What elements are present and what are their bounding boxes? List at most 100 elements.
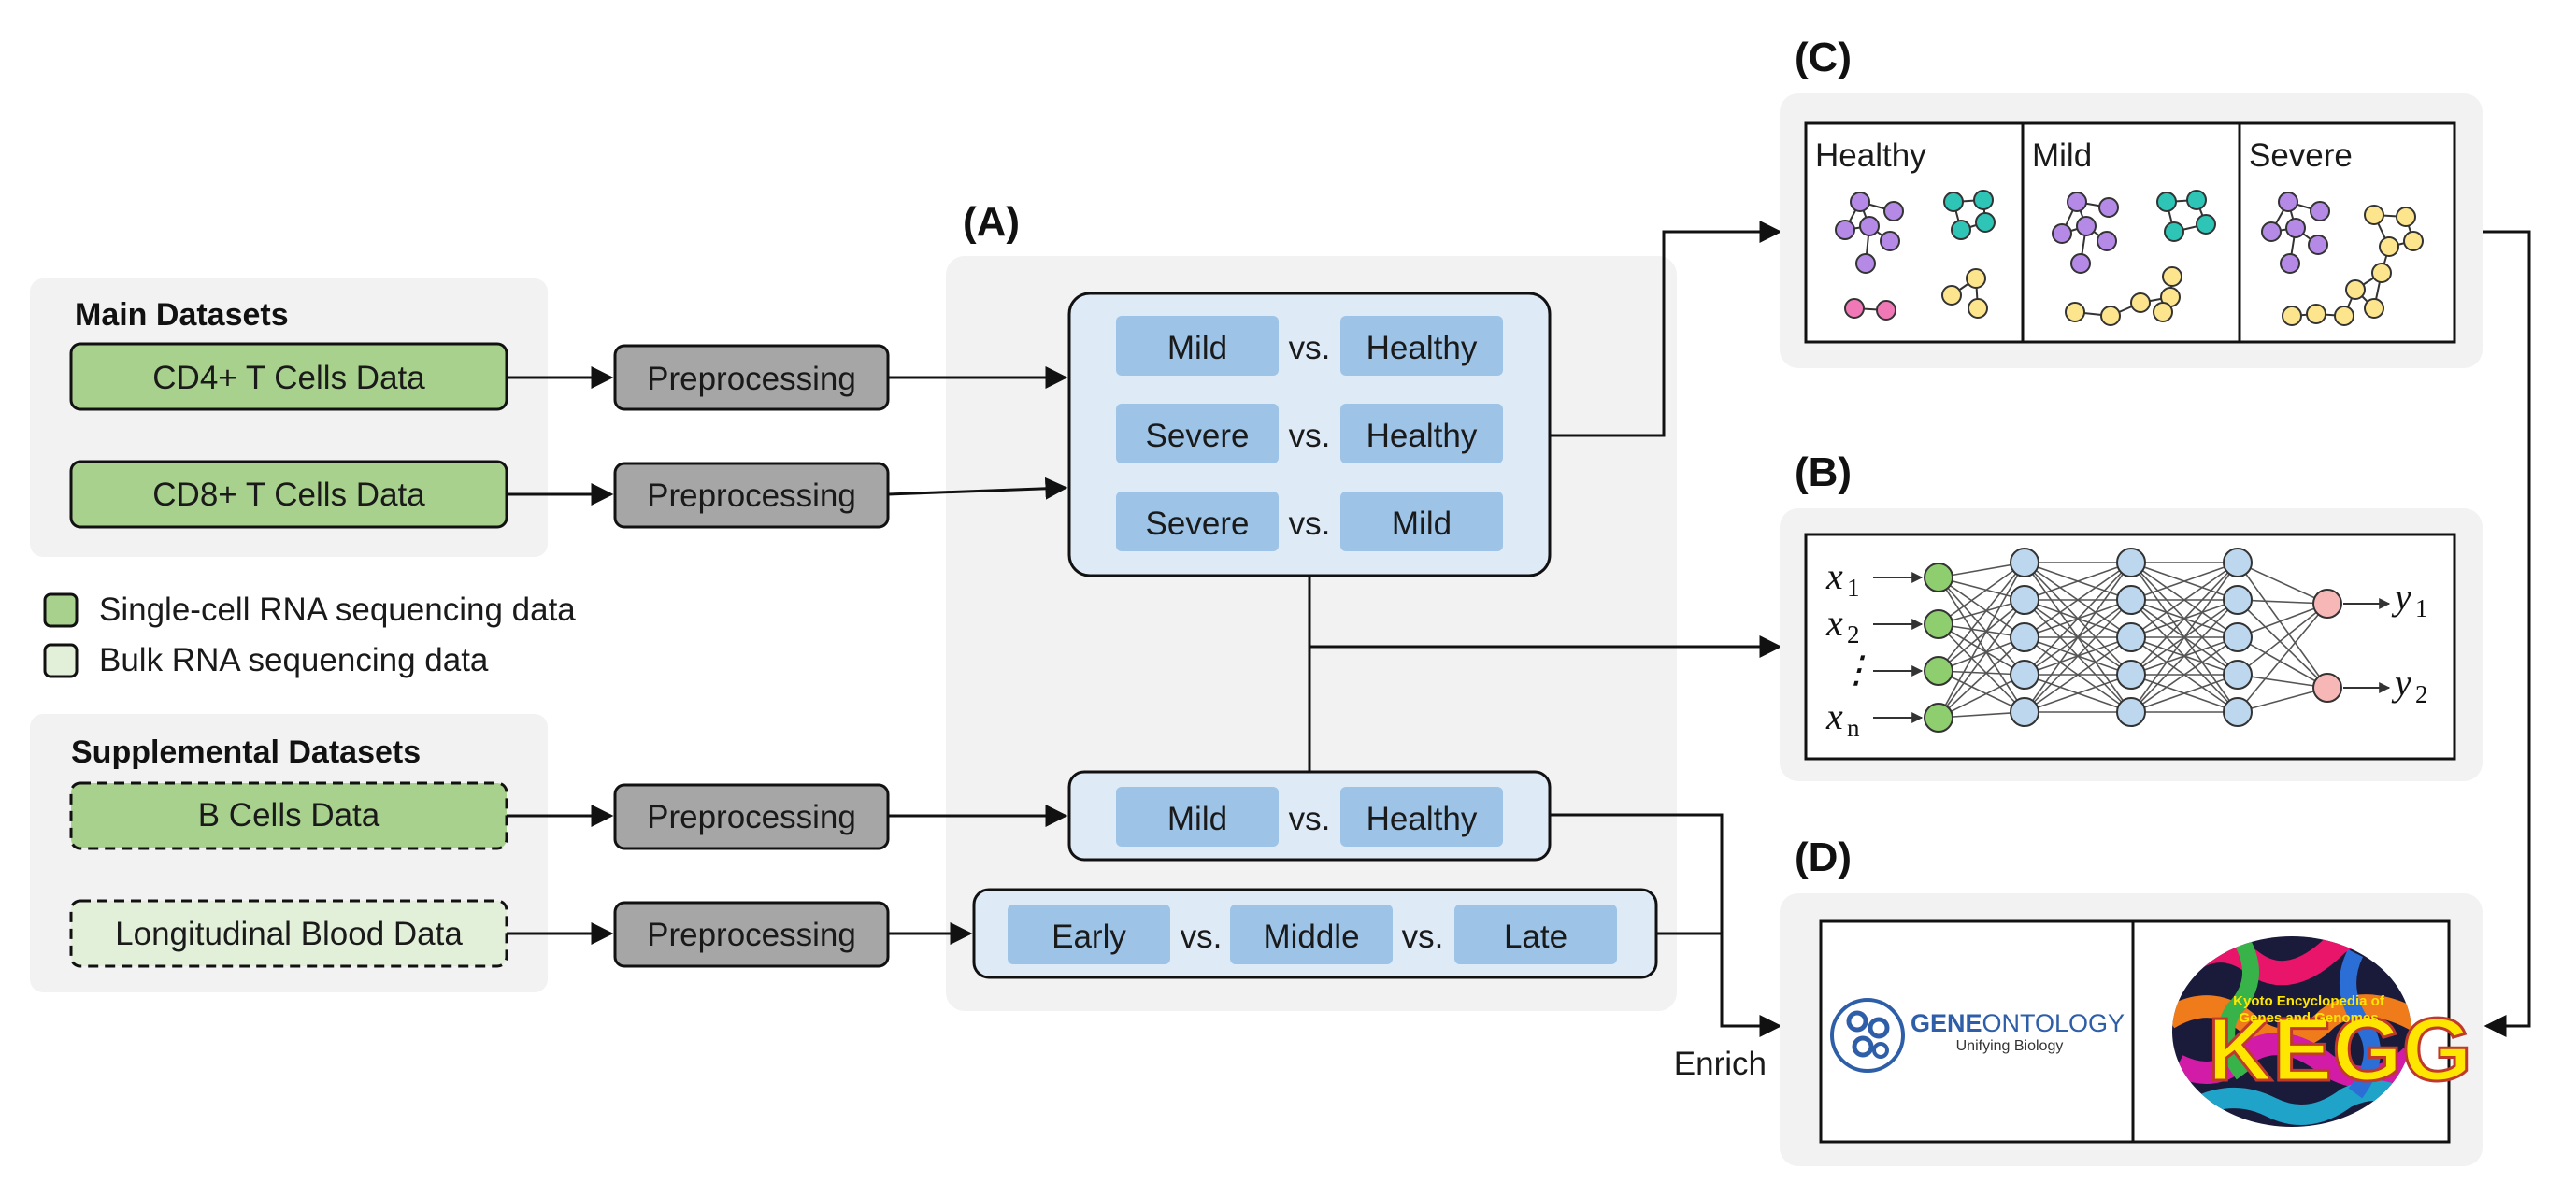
go-logo-subtitle: Unifying Biology — [1956, 1038, 2064, 1054]
legend-bulk-swatch — [43, 643, 79, 678]
nn-connection — [2024, 674, 2132, 713]
nn-connection — [2024, 562, 2132, 713]
nn-output-y2-sub: 2 — [2415, 680, 2428, 708]
comparison-3-right-chip — [1340, 492, 1503, 551]
panel-b-label: (B) — [1795, 449, 1852, 495]
healthy-pink-module — [1844, 298, 1896, 321]
network-node — [1968, 298, 1988, 319]
gene-networks — [1835, 190, 2424, 326]
kegg-logo: KEGG Kyoto Encyclopedia of Genes and Gen… — [2172, 936, 2473, 1127]
nn-hidden-node — [2223, 548, 2253, 577]
nn-output-y2: y — [2391, 662, 2411, 704]
nn-connection — [1938, 599, 2025, 672]
network-node — [2364, 298, 2384, 319]
cd4-dataset-label: CD4+ T Cells Data — [152, 360, 425, 396]
network-node — [1844, 298, 1865, 319]
preprocessing-label-longitudinal: Preprocessing — [647, 917, 856, 953]
network-node — [1850, 192, 1870, 212]
healthy-yellow-module — [1941, 268, 1988, 319]
nn-connection — [2130, 562, 2239, 601]
network-node — [2345, 279, 2366, 300]
network-node — [1973, 190, 1994, 210]
network-node — [2070, 253, 2091, 274]
nn-hidden-node — [2010, 548, 2039, 577]
healthy-teal-module — [1943, 190, 1996, 240]
timepoint-vs-2: vs. — [1402, 919, 1444, 955]
bcell-comparison-left: Mild — [1167, 801, 1227, 837]
nn-input-x1: x — [1825, 555, 1843, 597]
nn-connection — [1938, 577, 2025, 713]
nn-connection — [1938, 623, 2025, 713]
mild-yellow-module — [2065, 266, 2182, 326]
b-cells-dataset-label: B Cells Data — [198, 797, 380, 834]
supplemental-datasets-title: Supplemental Datasets — [71, 734, 421, 770]
nn-hidden-node — [2223, 622, 2253, 652]
network-group-mild: Mild — [2032, 137, 2092, 174]
network-node — [1966, 268, 1986, 289]
comparison-2-left: Severe — [1146, 418, 1250, 454]
nn-connection — [2237, 636, 2328, 689]
network-node — [2076, 216, 2097, 236]
timepoint-early: Early — [1052, 919, 1126, 955]
nn-connection — [2237, 562, 2328, 605]
nn-connection — [1938, 623, 2025, 676]
network-node — [2162, 266, 2182, 287]
network-node — [2164, 221, 2184, 242]
nn-connection — [2237, 687, 2328, 713]
panel-a-label: (A) — [963, 199, 1020, 245]
nn-connection — [1938, 670, 2025, 713]
network-node — [2371, 263, 2392, 283]
bcell-comparison-left-chip — [1116, 787, 1279, 847]
timepoint-middle-chip — [1230, 905, 1393, 964]
nn-connection — [1938, 562, 2025, 625]
network-node — [2282, 306, 2302, 326]
network-node — [2280, 253, 2300, 274]
preprocessing-label-cd8: Preprocessing — [647, 477, 856, 514]
network-node — [2156, 192, 2177, 212]
comparison-2-right: Healthy — [1367, 418, 1478, 454]
comparison-2-left-chip — [1116, 404, 1279, 463]
nn-connection — [2024, 599, 2132, 713]
nn-input-x1-sub: 1 — [1847, 574, 1860, 602]
comparison-2-right-chip — [1340, 404, 1503, 463]
network-node — [2097, 231, 2117, 251]
preprocessing-box-cd8 — [613, 462, 890, 529]
network-node — [1876, 300, 1896, 321]
nn-connection — [2130, 562, 2239, 676]
nn-hidden-node — [2010, 697, 2039, 727]
bcell-comparison-right: Healthy — [1367, 801, 1478, 837]
nn-connection — [1938, 636, 2025, 719]
comparison-1-right-chip — [1340, 316, 1503, 376]
timepoint-vs-1: vs. — [1181, 919, 1223, 955]
go-logo-ring-icon — [1830, 998, 1905, 1073]
nn-hidden-node — [2116, 585, 2146, 615]
comparison-1-left-chip — [1116, 316, 1279, 376]
network-node — [1951, 220, 1971, 240]
nn-output-y1: y — [2391, 576, 2411, 618]
timepoint-late: Late — [1504, 919, 1567, 955]
nn-connection — [2237, 603, 2328, 713]
network-node — [2396, 207, 2416, 227]
preprocessing-label-bcells: Preprocessing — [647, 799, 856, 835]
nn-input-dots: ⋮ — [1838, 649, 1875, 691]
network-node — [2403, 231, 2424, 251]
comparison-1-vs: vs. — [1289, 330, 1331, 366]
nn-connection — [2237, 603, 2328, 638]
nn-hidden-node — [2223, 585, 2253, 615]
network-node — [2278, 192, 2298, 212]
nn-connection — [2130, 562, 2239, 713]
comparison-1-right: Healthy — [1367, 330, 1478, 366]
network-node — [2364, 205, 2384, 225]
go-logo-dot-icon — [1852, 1035, 1874, 1058]
network-node — [1835, 220, 1855, 240]
nn-connection — [2237, 603, 2328, 676]
main-datasets-title: Main Datasets — [75, 297, 289, 333]
arrow-bcell-to-panel-d — [1550, 813, 1782, 1037]
network-node — [2052, 223, 2072, 244]
nn-input-x2: x — [1825, 602, 1843, 644]
cd8-dataset-label: CD8+ T Cells Data — [152, 477, 425, 513]
nn-hidden-node — [2116, 622, 2146, 652]
nn-input-node — [1924, 563, 1953, 592]
arrow-panel-c-to-panel-d — [2483, 230, 2531, 1037]
